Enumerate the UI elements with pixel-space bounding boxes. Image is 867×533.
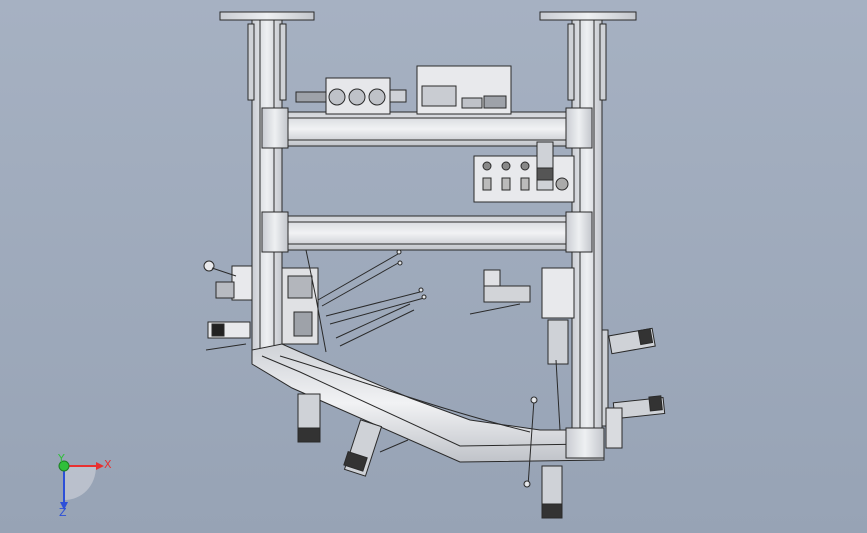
left-clamp-unit[interactable]: [203, 260, 253, 351]
upper-crossbar[interactable]: [261, 107, 593, 149]
orientation-triad: X Y Z: [57, 452, 112, 519]
y-axis-dot: [58, 460, 70, 472]
x-arrow-head: [96, 462, 104, 470]
curved-bottom-frame[interactable]: [251, 343, 605, 463]
z-axis-label: Z: [59, 506, 67, 519]
triad-shadow: [64, 466, 96, 500]
right-mount-plate[interactable]: [539, 11, 637, 21]
terminal-box[interactable]: [416, 65, 512, 115]
left-column[interactable]: [247, 19, 287, 351]
switch-panel[interactable]: [473, 141, 575, 203]
lower-crossbar[interactable]: [261, 211, 593, 253]
right-side-cylinders[interactable]: [605, 327, 666, 449]
model-assembly[interactable]: [203, 11, 666, 519]
right-clamp-cluster[interactable]: [469, 267, 575, 488]
z-arrow-head: [60, 502, 68, 510]
bottom-actuators[interactable]: [297, 393, 563, 519]
x-axis-label: X: [104, 458, 112, 471]
valve-panel[interactable]: [295, 77, 407, 115]
y-axis-label: Y: [57, 452, 65, 465]
left-cylinder-cluster[interactable]: [281, 249, 427, 353]
left-mount-plate[interactable]: [219, 11, 315, 21]
